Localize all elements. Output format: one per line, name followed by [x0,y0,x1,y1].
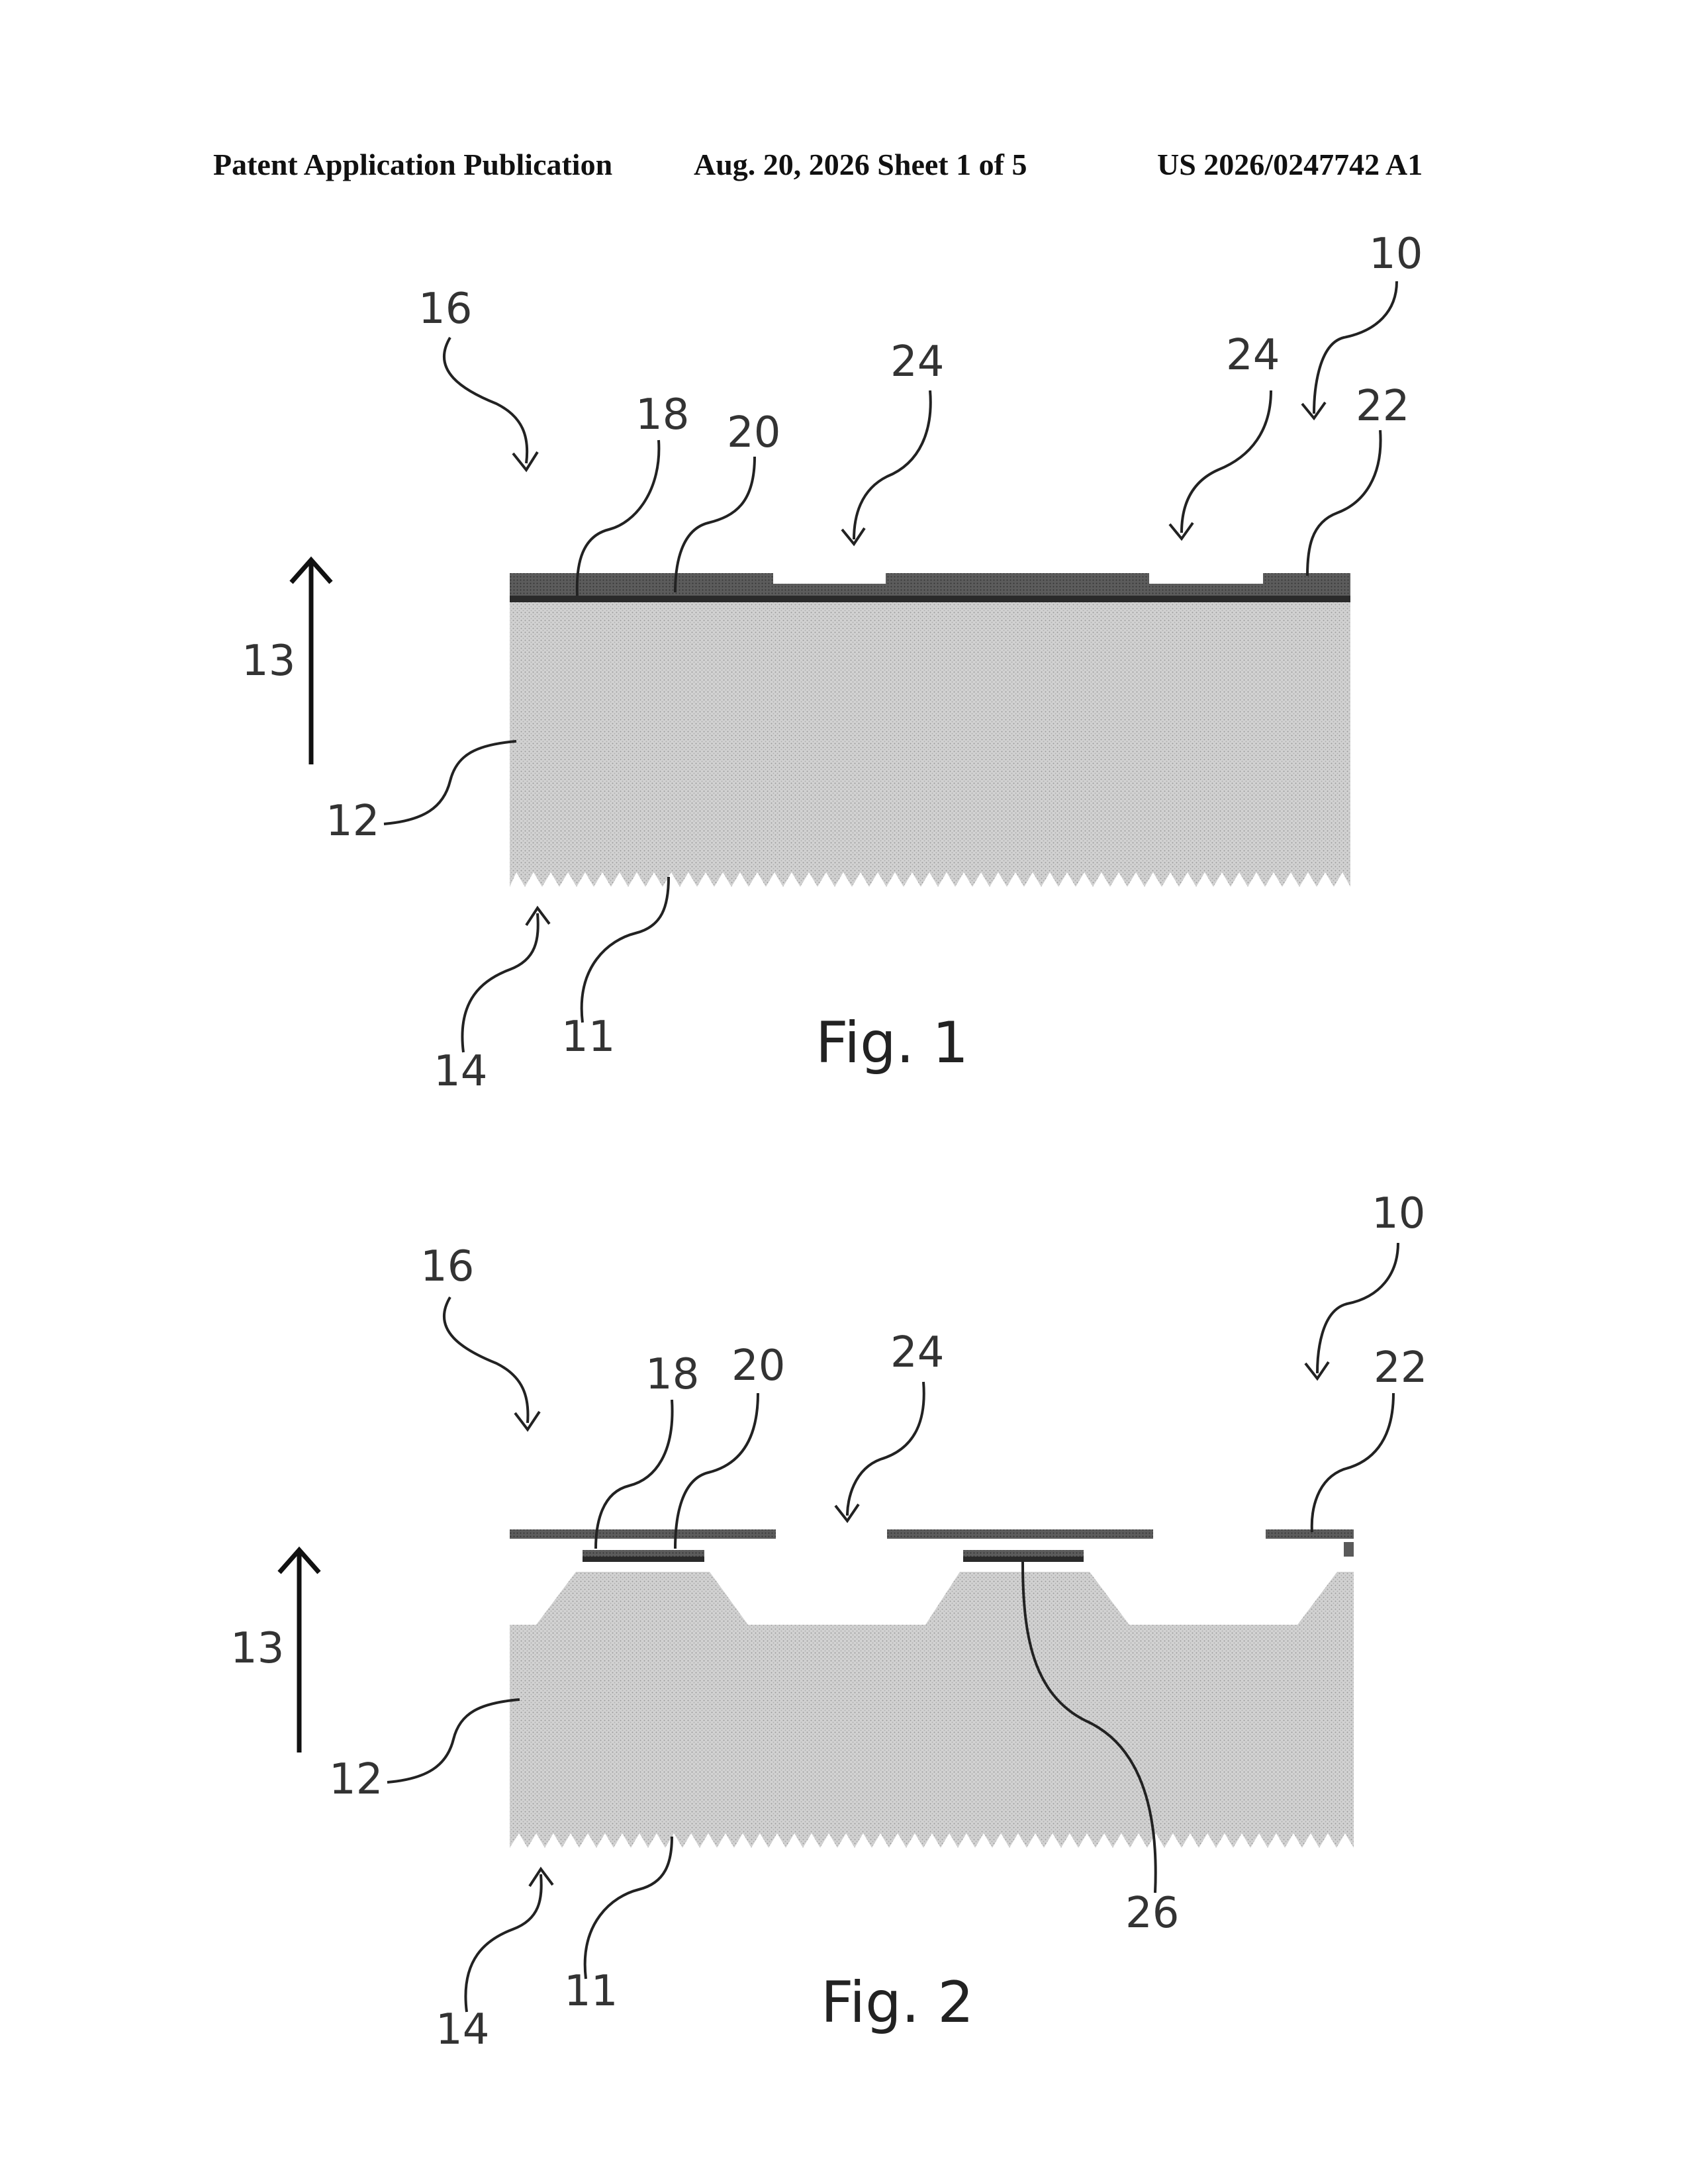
substrate-12 [510,1572,1354,1848]
ref-13: 13 [242,637,295,686]
ref-20: 20 [727,408,780,457]
leader-24a [854,390,931,539]
layer-22-d [1344,1542,1354,1557]
ref-14: 14 [434,1047,487,1096]
ref-14: 14 [436,2005,489,2054]
leader-20 [675,1393,758,1549]
leader-14 [462,913,538,1052]
ref-24: 24 [890,1328,944,1377]
layer-thin-b [963,1557,1084,1562]
figure-2-caption: Fig. 2 [821,1970,974,2036]
layer-22-a [510,1529,776,1539]
ref-16: 16 [418,285,472,334]
leader-12 [387,1700,520,1782]
leader-16 [444,338,527,463]
ref-10: 10 [1372,1189,1425,1238]
figure-1: 16 18 20 24 24 10 22 13 12 11 14 Fig. 1 [0,0,1688,1125]
leader-24b [1182,390,1271,533]
layer-22-b [887,1529,1153,1539]
leader-22 [1312,1393,1393,1532]
substrate-12 [510,601,1350,887]
leader-22 [1307,430,1381,576]
layer-thin-a [583,1557,704,1562]
ref-11: 11 [564,1967,618,2016]
ref-22: 22 [1356,382,1409,431]
figure-2: 16 18 20 24 10 22 13 12 26 11 14 Fig. 2 [0,1125,1688,2184]
ref-24a: 24 [890,338,944,387]
leader-18 [596,1400,673,1549]
leader-18 [577,440,659,596]
ref-11: 11 [561,1013,615,1062]
leader-11 [585,1837,672,1979]
ref-18: 18 [635,390,689,439]
layer-22-c [1266,1529,1354,1539]
ref-18: 18 [645,1350,699,1399]
leader-16 [444,1297,528,1423]
ref-24b: 24 [1226,331,1280,380]
leader-14 [465,1874,541,2012]
leader-20 [675,457,755,592]
layer-20-22 [510,573,1350,596]
leader-12 [384,741,516,824]
leader-24 [847,1382,924,1516]
ref-13: 13 [230,1624,284,1673]
figure-1-caption: Fig. 1 [816,1010,968,1076]
leader-11 [582,877,669,1023]
ref-12: 12 [329,1755,383,1804]
ref-22: 22 [1374,1343,1427,1392]
ref-26: 26 [1125,1889,1179,1938]
ref-16: 16 [420,1242,474,1291]
ref-10: 10 [1369,230,1423,279]
ref-20: 20 [731,1342,785,1390]
ref-12: 12 [326,797,379,846]
